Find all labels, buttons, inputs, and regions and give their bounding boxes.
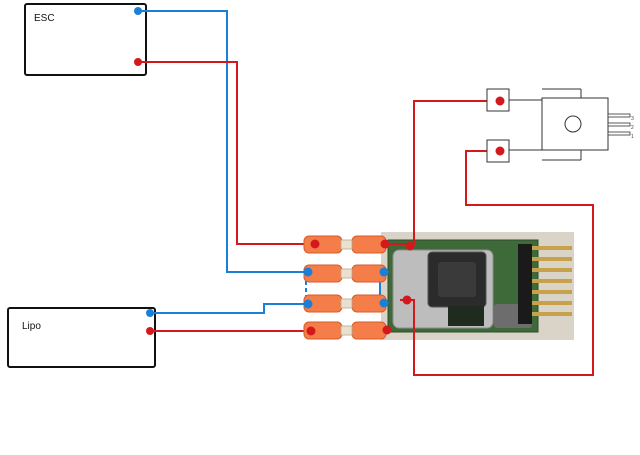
lipo-negative-wire bbox=[150, 303, 310, 314]
chip bbox=[448, 306, 484, 326]
lipo-box: Lipo bbox=[7, 307, 156, 368]
regulator-pin-label-2: 2 bbox=[631, 125, 634, 131]
regulator-pin-3 bbox=[607, 131, 631, 136]
regulator-input-dot bbox=[495, 96, 505, 106]
esc-box: ESC bbox=[24, 3, 147, 76]
voltage-regulator: 1 2 3 bbox=[486, 88, 634, 163]
regulator-hole bbox=[564, 115, 582, 133]
regulator-pin-1 bbox=[607, 113, 631, 118]
header-pins bbox=[532, 246, 572, 316]
regulator-input-wire bbox=[387, 100, 500, 245]
esc-negative-dot bbox=[134, 7, 142, 15]
lipo-label: Lipo bbox=[22, 321, 41, 332]
connector-a1 bbox=[303, 235, 343, 254]
connector-pins bbox=[340, 239, 353, 336]
esc-positive-dot bbox=[134, 58, 142, 66]
esc-positive-wire bbox=[138, 61, 315, 245]
regulator-pin-2 bbox=[607, 122, 631, 127]
regulator-pin-label-1: 1 bbox=[631, 134, 634, 140]
regulator-pin-label-3: 3 bbox=[631, 116, 634, 122]
inductor-core bbox=[438, 262, 476, 297]
connection-dots bbox=[134, 7, 505, 336]
regulator-output-dot bbox=[495, 146, 505, 156]
esc-label: ESC bbox=[34, 13, 55, 24]
lipo-negative-dot bbox=[146, 309, 154, 317]
regulator-output-wire bbox=[400, 150, 594, 376]
pin-header bbox=[518, 244, 532, 324]
esc-negative-wire bbox=[138, 10, 310, 273]
connectors bbox=[303, 235, 387, 340]
lipo-positive-dot bbox=[146, 327, 154, 335]
connector-b4 bbox=[351, 321, 387, 340]
